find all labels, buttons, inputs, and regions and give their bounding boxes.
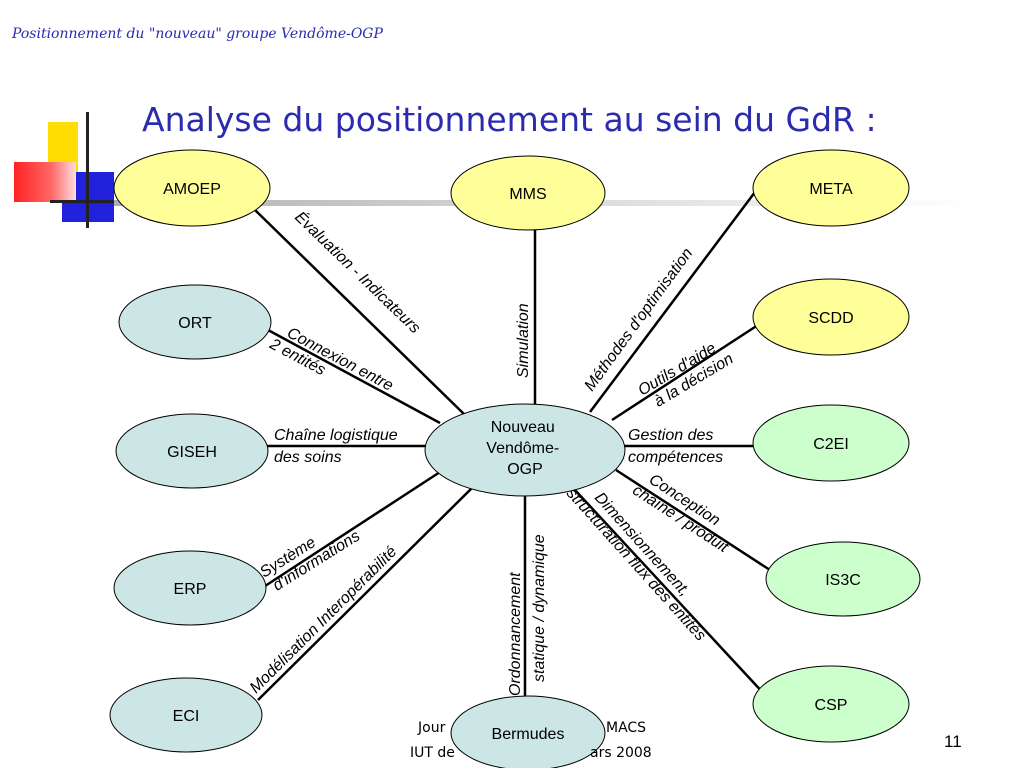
edge-label-amoep: Évaluation - Indicateurs [291, 207, 424, 337]
edge-line-ort [267, 328, 441, 425]
footer-line1-left: Jour [418, 720, 446, 736]
edge-line-erp [261, 470, 441, 590]
edge-line-scdd [611, 323, 759, 422]
node-label-giseh: GISEH [167, 444, 217, 461]
edge-line-is3c [615, 468, 771, 572]
node-csp [752, 665, 910, 743]
node-label-bermudes: Bermudes [492, 726, 565, 743]
edge-line-amoep [254, 209, 467, 417]
node-ort [118, 284, 272, 360]
node-is3c [765, 541, 921, 617]
slide-title: Analyse du positionnement au sein du GdR… [142, 100, 877, 139]
edge-line-eci [257, 483, 477, 701]
deco-horizontal-line [50, 200, 120, 203]
edge-label-c2ei: Gestion des compétences [628, 427, 723, 466]
footer-line1-right: MACS [606, 720, 647, 736]
node-scdd [752, 278, 910, 356]
node-erp [113, 550, 267, 626]
deco-vertical-line [86, 112, 89, 228]
footer-line2-right: ars 2008 [590, 745, 652, 761]
deco-red-square [14, 162, 76, 202]
node-eci [109, 677, 263, 753]
header-subtitle: Positionnement du "nouveau" groupe Vendô… [12, 26, 383, 42]
node-label-eci: ECI [173, 708, 200, 725]
node-label-scdd: SCDD [808, 310, 853, 327]
page-number: 11 [944, 732, 962, 751]
node-label-c2ei: C2EI [813, 436, 849, 453]
node-amoep [113, 149, 271, 227]
edge-label-giseh: Chaîne logistique des soins [274, 427, 402, 466]
edge-label-scdd: Outils d'aide à la décision [635, 335, 736, 415]
edge-label-bermudes: Ordonnancement statique / dynamique [507, 534, 548, 696]
node-giseh [115, 413, 269, 489]
node-label-amoep: AMOEP [163, 181, 221, 198]
node-mms [450, 155, 606, 231]
node-label-csp: CSP [815, 697, 848, 714]
edge-line-csp [574, 489, 767, 697]
node-label-ort: ORT [178, 315, 212, 332]
edge-line-meta [589, 187, 759, 413]
node-label-mms: MMS [509, 186, 546, 203]
center-label: Nouveau Vendôme- OGP [486, 419, 563, 478]
node-label-is3c: IS3C [825, 572, 861, 589]
edge-label-mms: Simulation [515, 303, 532, 378]
node-bermudes [450, 695, 606, 768]
node-meta [752, 149, 910, 227]
node-center [424, 403, 626, 497]
node-c2ei [752, 404, 910, 482]
node-label-erp: ERP [174, 581, 207, 598]
node-label-meta: META [809, 181, 853, 198]
footer-line2-left: IUT de [410, 745, 455, 761]
